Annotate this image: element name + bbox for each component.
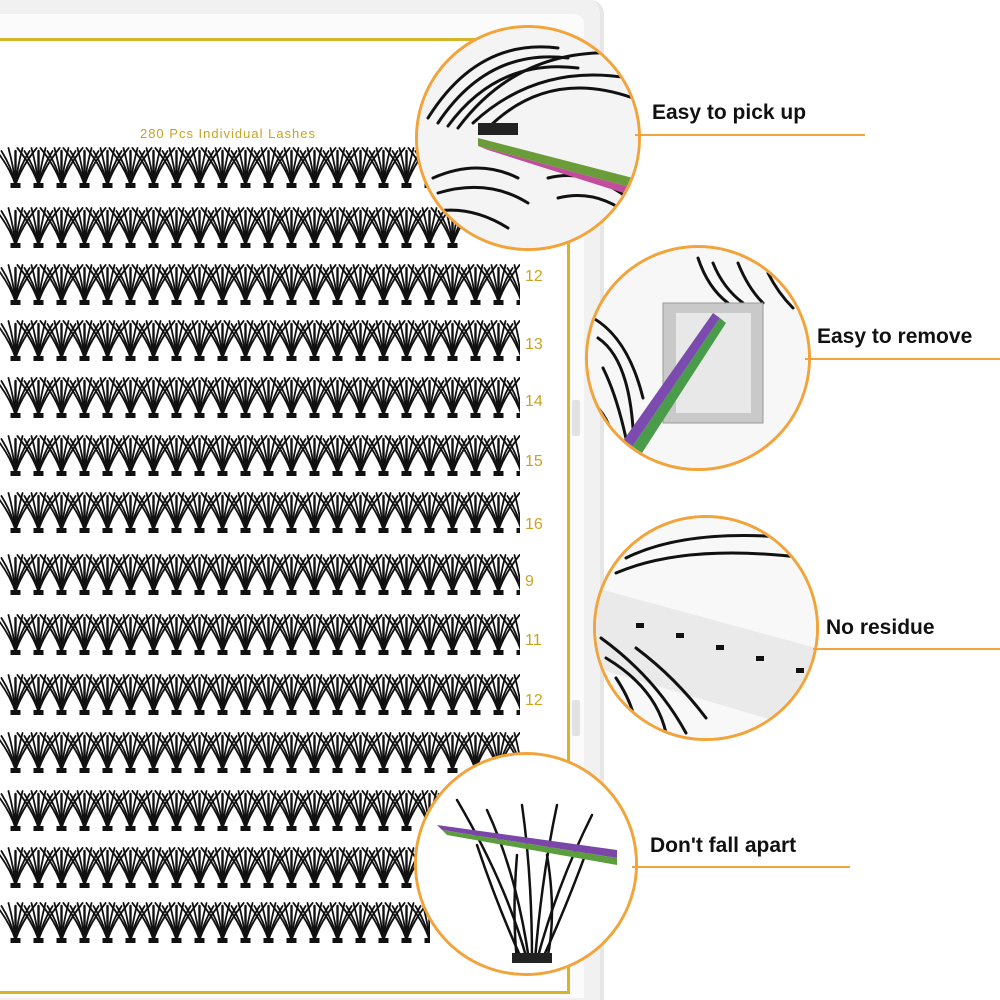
cluster-closeup <box>414 752 638 976</box>
lash-row <box>0 318 520 366</box>
box-title: 280 Pcs Individual Lashes <box>139 126 317 141</box>
lash-strip-icon <box>596 518 816 738</box>
lash-row <box>0 375 520 423</box>
callout-label: Easy to pick up <box>652 101 807 124</box>
callout-line <box>805 358 1000 360</box>
length-label: 9 <box>525 573 534 590</box>
tweezers-pick-up-icon <box>418 28 638 248</box>
callout-label: Don't fall apart <box>650 834 797 857</box>
lash-row <box>0 205 470 253</box>
length-label: 14 <box>525 393 543 410</box>
lash-row <box>0 612 520 660</box>
lash-row <box>0 433 520 481</box>
lash-cluster-icon <box>417 755 635 973</box>
length-label: 12 <box>525 692 543 709</box>
lash-row <box>0 145 430 193</box>
tweezers-remove-icon <box>588 248 808 468</box>
pick-up-closeup <box>415 25 641 251</box>
lash-row <box>0 900 430 948</box>
callout-label: No residue <box>826 616 935 639</box>
lash-row <box>0 552 520 600</box>
callout-line <box>632 866 850 868</box>
lash-row <box>0 845 430 893</box>
length-label: 13 <box>525 336 543 353</box>
length-label: 12 <box>525 268 543 285</box>
length-label: 15 <box>525 453 543 470</box>
remove-closeup <box>585 245 811 471</box>
residue-closeup <box>593 515 819 741</box>
callout-line <box>813 648 1000 650</box>
length-label: 16 <box>525 516 543 533</box>
lash-row <box>0 490 520 538</box>
lash-row <box>0 672 520 720</box>
lash-row <box>0 262 520 310</box>
length-label: 11 <box>525 632 542 649</box>
callout-label: Easy to remove <box>817 325 973 348</box>
lash-row <box>0 788 460 836</box>
box-notch <box>572 400 580 436</box>
box-notch <box>572 700 580 736</box>
callout-line <box>635 134 865 136</box>
lash-row <box>0 730 520 778</box>
